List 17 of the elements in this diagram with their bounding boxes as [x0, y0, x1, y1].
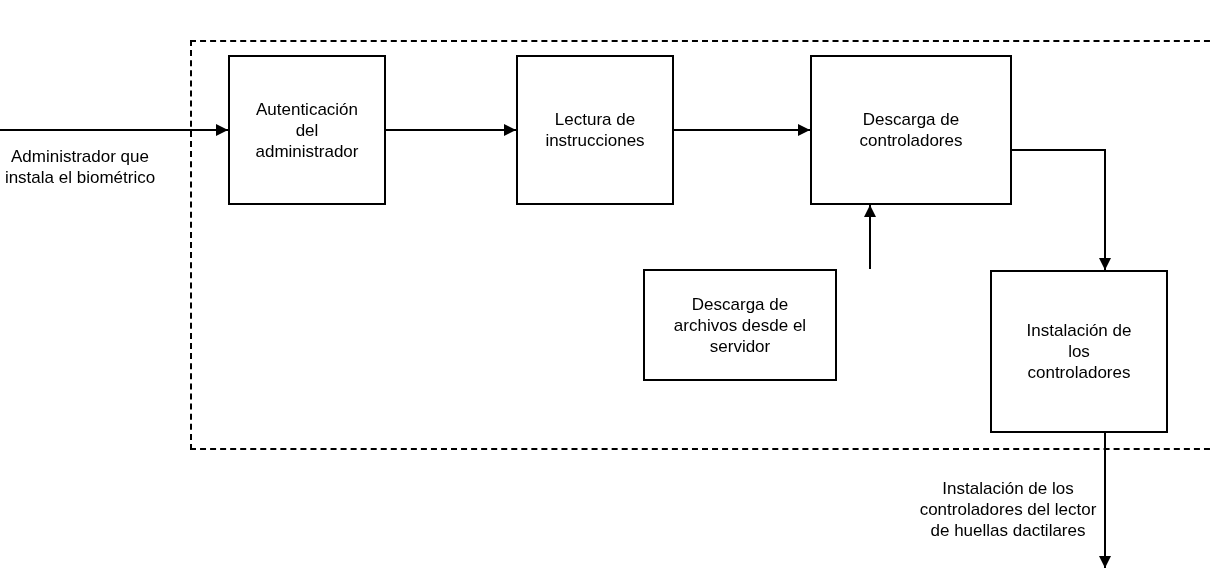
process-box: [516, 55, 674, 205]
box-text: Lectura de instrucciones: [544, 109, 646, 151]
box-text: Descarga de archivos desde el servidor: [672, 293, 808, 357]
arrow: [385, 124, 517, 136]
arrow: [1099, 432, 1111, 569]
process-box: [228, 55, 386, 205]
process-box: [990, 270, 1168, 433]
arrow: [0, 124, 229, 136]
process-box: [643, 269, 837, 381]
box-text: Instalación de los controladores: [1025, 320, 1133, 383]
arrow: [1011, 149, 1111, 271]
dashed-boundary: [190, 40, 1212, 450]
process-box: [810, 55, 1012, 205]
box-text: Autenticación del administrador: [254, 98, 360, 162]
arrow: [864, 204, 876, 270]
arrow: [673, 124, 811, 136]
box-text: Descarga de controladores: [858, 109, 964, 151]
